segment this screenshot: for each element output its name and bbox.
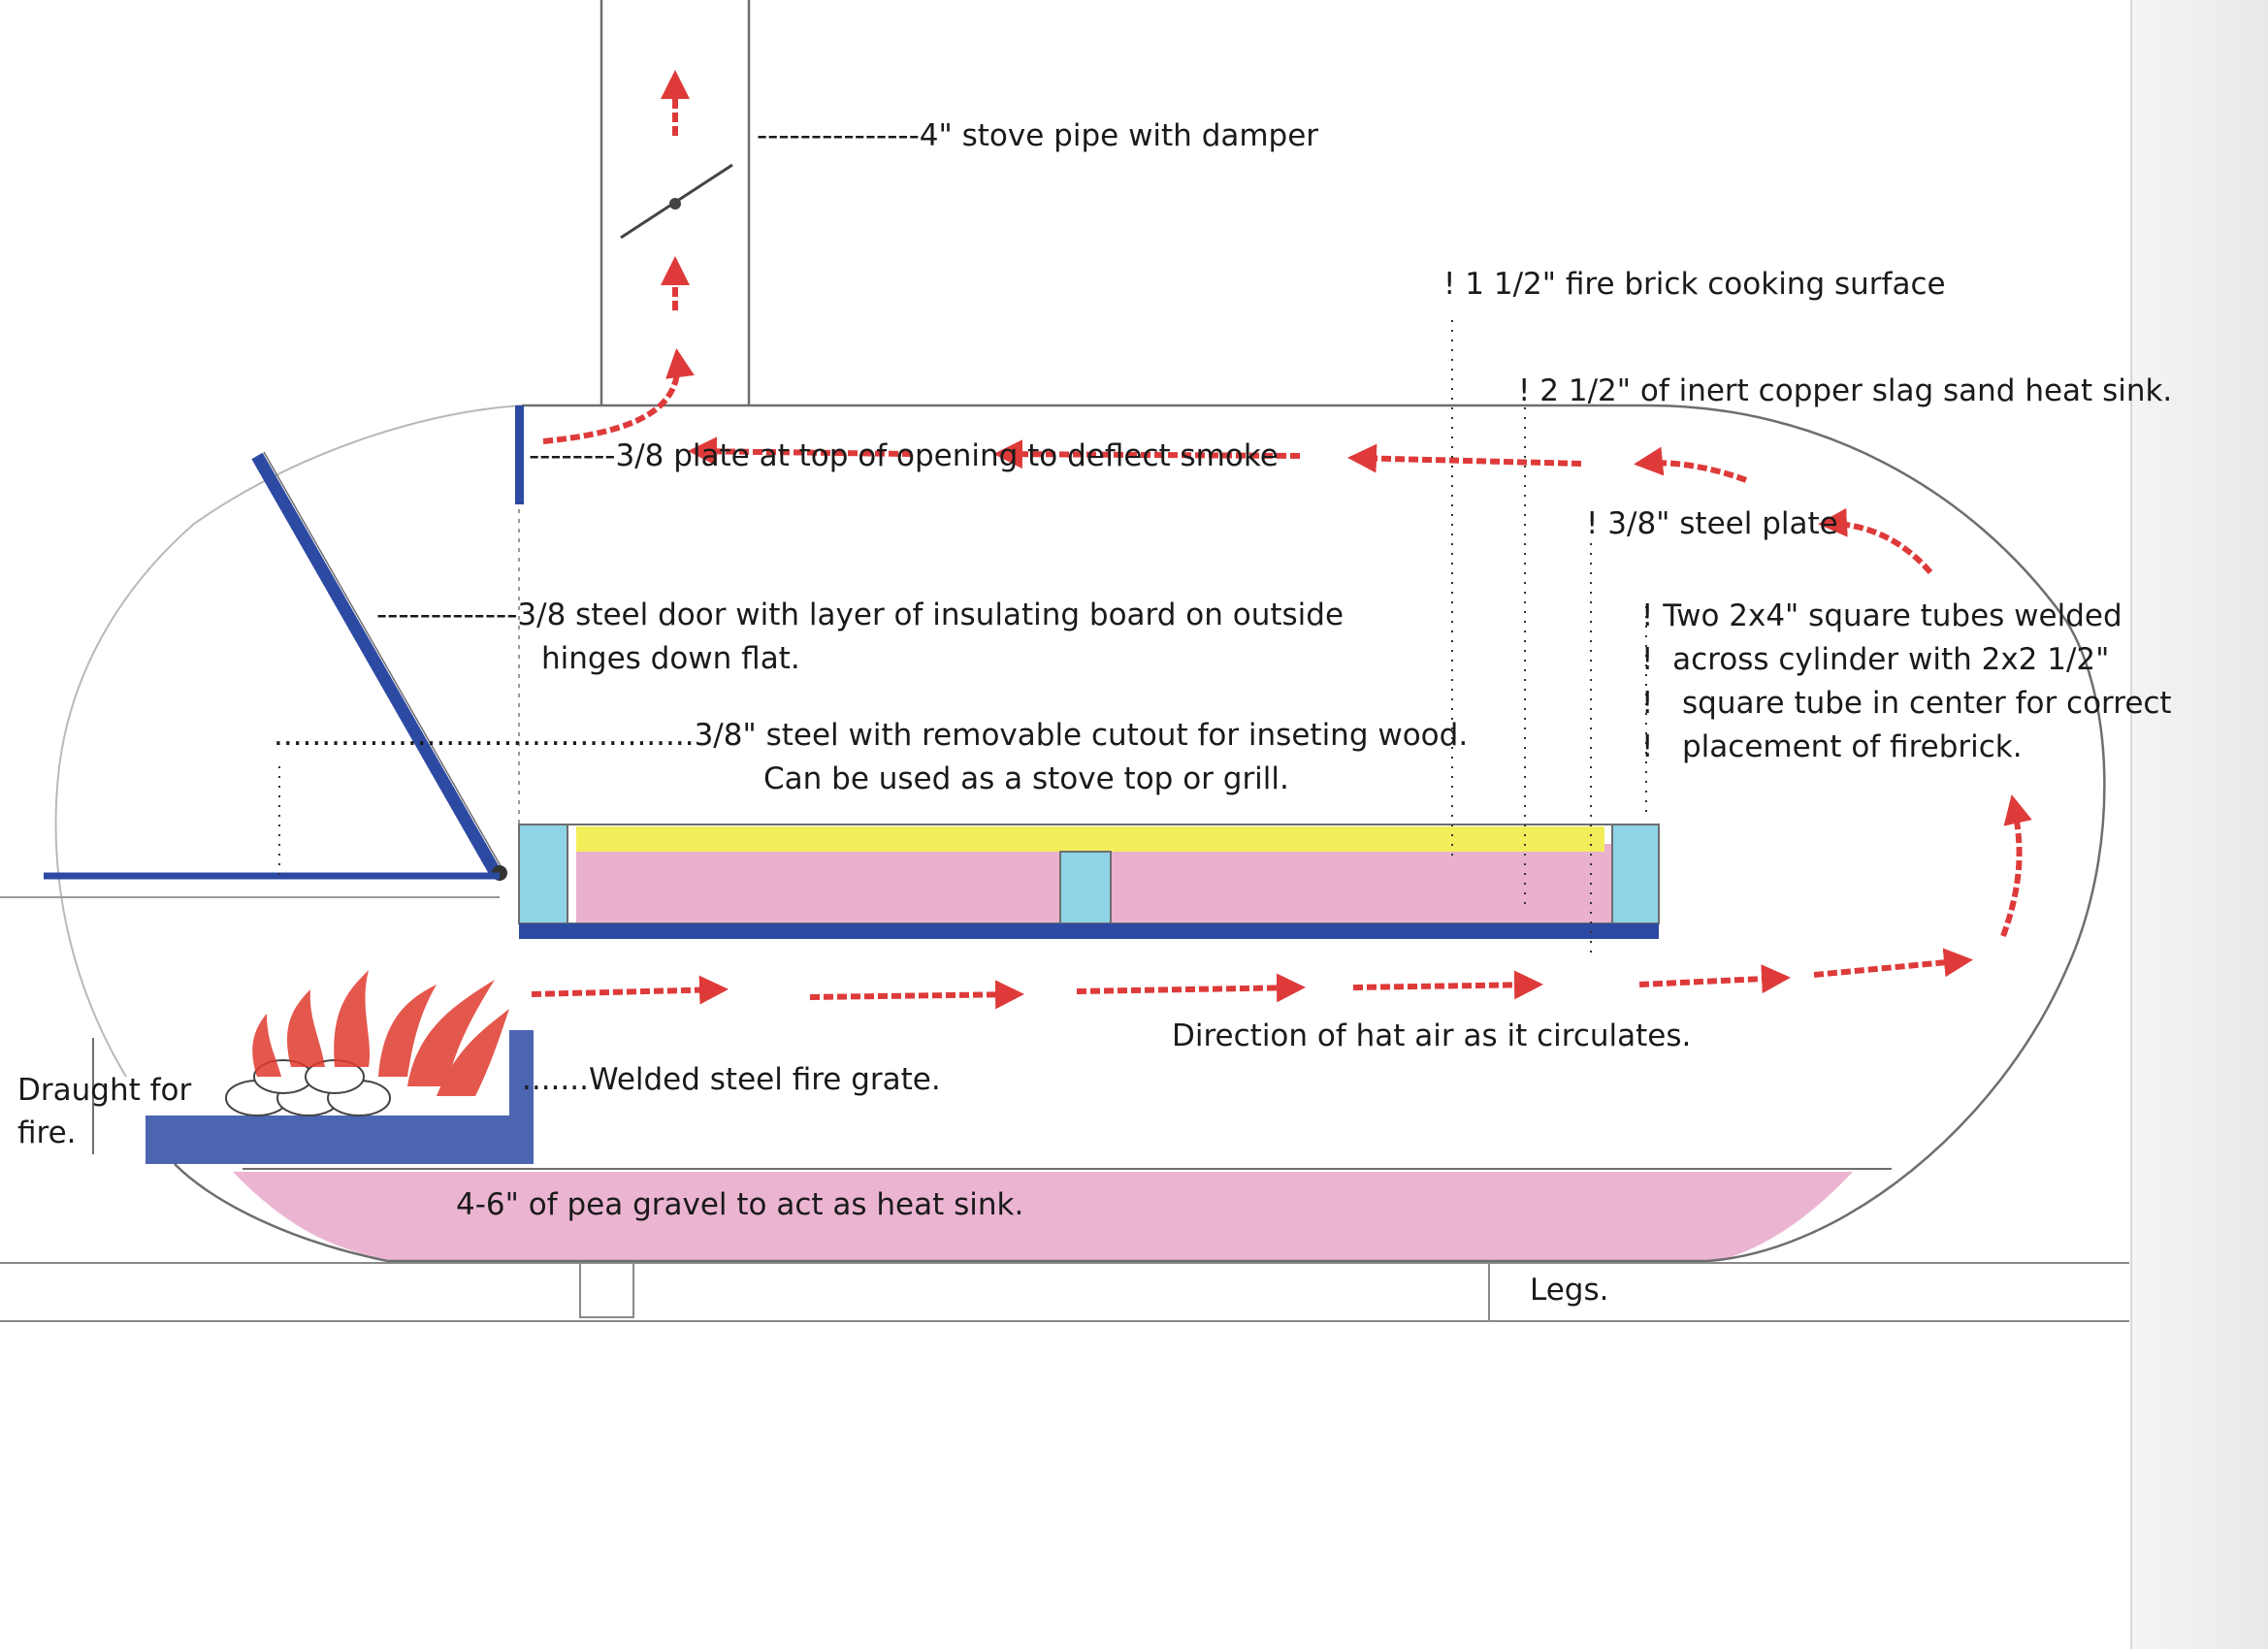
arrow-bottom-5: [1638, 964, 1791, 994]
label-deflect-plate: --------3/8 plate at top of opening to d…: [529, 438, 1279, 473]
label-fire-grate: .......Welded steel fire grate.: [522, 1062, 941, 1097]
label-stove-pipe: ---------------4" stove pipe with damper: [757, 118, 1319, 153]
label-legs: Legs.: [1530, 1273, 1609, 1308]
fire-grate: [146, 1030, 534, 1164]
arrow-bottom-2: [809, 980, 1024, 1010]
label-copper-slag: ! 2 1/2" of inert copper slag sand heat …: [1518, 373, 2173, 408]
steel-door: [251, 451, 507, 881]
label-tubes-line3: ! square tube in center for correct: [1641, 686, 2172, 721]
steel-plate-bottom: [519, 923, 1659, 939]
label-hot-air: Direction of hat air as it circulates.: [1172, 1018, 1692, 1053]
cylinder-body: [174, 404, 2106, 1263]
tube-left: [518, 824, 568, 924]
arrow-bottom-3: [1076, 973, 1306, 1003]
label-steel-cutout-line1: ........................................…: [274, 718, 1469, 753]
page-edge: [2130, 0, 2268, 1649]
arrow-top-right: [1634, 446, 1748, 483]
pea-gravel-heat-sink: [233, 1172, 1853, 1261]
arrow-bottom-6: [1813, 948, 1973, 978]
tube-center: [1059, 851, 1112, 924]
stove-pipe: [599, 0, 751, 405]
arrow-top-3: [688, 436, 913, 467]
label-steel-plate: ! 3/8" steel plate: [1586, 506, 1838, 541]
arrow-bottom-4: [1352, 970, 1543, 1000]
cylinder-left-arc: [54, 404, 523, 1078]
label-tubes-line1: ! Two 2x4" square tubes welded: [1641, 598, 2122, 633]
leader-lines: [278, 320, 1647, 955]
cooking-shelf: [518, 824, 1660, 939]
fire-flames: [252, 970, 509, 1096]
label-draught-line1: Draught for: [17, 1073, 192, 1108]
label-fire-brick: ! 1 1/2" fire brick cooking surface: [1443, 267, 1946, 302]
label-draught-line2: fire.: [17, 1116, 77, 1150]
arrow-top-2: [993, 439, 1301, 469]
label-tubes-line2: ! across cylinder with 2x2 1/2": [1641, 642, 2110, 677]
deflector-plate: [515, 405, 524, 504]
arrow-bottom-1: [531, 975, 729, 1005]
label-tubes-line4: ! placement of firebrick.: [1641, 729, 2023, 764]
fire-brick-surface: [576, 826, 1604, 852]
label-pea-gravel: 4-6" of pea gravel to act as heat sink.: [456, 1187, 1024, 1222]
arrow-top-1: [1347, 443, 1582, 473]
arrow-right-rising: [2000, 794, 2032, 938]
tube-right: [1611, 824, 1660, 924]
label-door-line1: -------------3/8 steel door with layer o…: [376, 598, 1345, 632]
label-door-line2: hinges down flat.: [541, 641, 800, 676]
hot-air-arrows: [531, 70, 2032, 1010]
leg-left: [579, 1262, 634, 1318]
label-steel-cutout-line2: Can be used as a stove top or grill.: [763, 761, 1289, 796]
arrow-right-curve: [1818, 507, 1933, 574]
arrow-pipe-bottom: [542, 348, 695, 444]
